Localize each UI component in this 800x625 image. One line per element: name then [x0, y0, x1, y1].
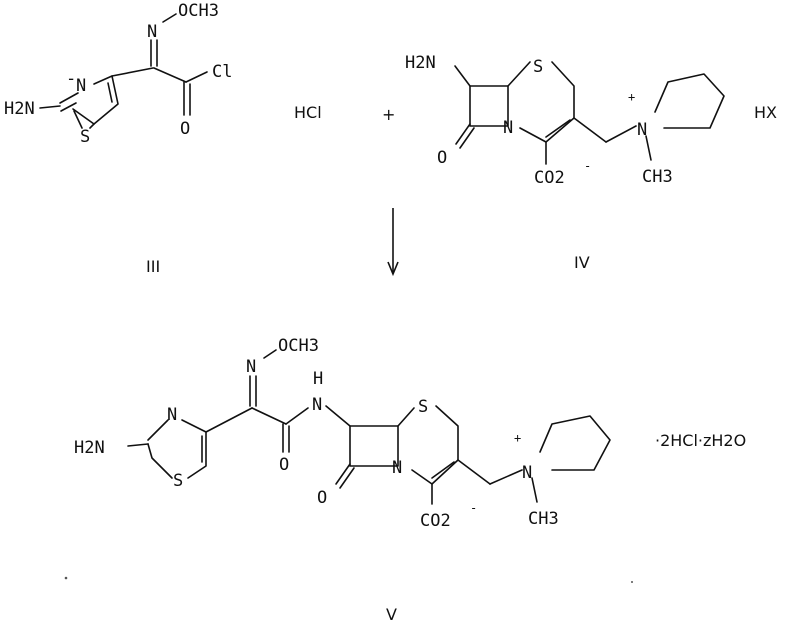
- iv-lactam-co-1: [455, 123, 471, 145]
- iv-beta-lactam-ring: [469, 85, 509, 127]
- v-lactam-n-label: N: [392, 458, 402, 478]
- iii-acyl-cl-bond: [185, 71, 208, 83]
- iv-c-c-double: [545, 119, 571, 138]
- v-carboxylate-label: CO2: [420, 511, 451, 531]
- iii-ring-n-label: N: [76, 76, 86, 96]
- v-lactam-co-1: [335, 463, 351, 485]
- v-ring-s-label: S: [173, 471, 183, 491]
- iii-ring-to-oxime-carbon: [111, 67, 154, 77]
- v-c-c-double: [431, 461, 455, 479]
- v-pyrrolidine-ring: [539, 415, 611, 471]
- v-thiazole-ring: [147, 419, 207, 479]
- v-n-methyl-bond: [531, 477, 538, 503]
- v-methoxy-label: OCH3: [278, 336, 319, 356]
- scan-speck: [631, 581, 633, 583]
- v-quat-charge: +: [514, 431, 521, 445]
- compound-iii-structure: H2N N - S N OCH3 O Cl: [4, 1, 232, 147]
- reaction-arrow-head: [387, 261, 399, 277]
- v-amine-bond: [127, 443, 149, 447]
- plus-sign: +: [382, 105, 395, 124]
- iv-pyrrolidine-ring: [654, 73, 725, 129]
- iii-carbon-to-acyl: [153, 67, 187, 83]
- label-v: V: [386, 605, 397, 624]
- compound-iv-structure: H2N S N O CO2 - N + CH3 HX: [405, 53, 777, 188]
- iii-methoxy-label: OCH3: [178, 1, 219, 21]
- label-iv: IV: [574, 253, 590, 272]
- label-iii: III: [146, 257, 160, 276]
- iv-ch2-bond-1: [573, 117, 607, 143]
- v-lactam-co-2: [339, 467, 355, 489]
- v-ch2-bond-1: [457, 459, 491, 485]
- v-carbonyl-o-label: O: [317, 488, 327, 508]
- iv-amine-label: H2N: [405, 53, 436, 73]
- iii-n-o-bond: [162, 13, 177, 23]
- v-amine-label: H2N: [74, 438, 105, 458]
- iii-oxime-n-label: N: [147, 22, 157, 42]
- v-thiazine-s-label: S: [418, 397, 428, 417]
- iv-quat-charge: +: [628, 90, 635, 104]
- v-quat-n-label: N: [522, 463, 532, 483]
- iv-carbonyl-o-label: O: [437, 148, 447, 168]
- v-nh-to-lactam: [325, 405, 351, 427]
- iv-lactam-co-2: [459, 127, 475, 149]
- v-n-o-bond: [263, 349, 277, 359]
- v-salt-label: ·2HCl·zH2O: [655, 431, 746, 450]
- v-oxime-n-label: N: [246, 357, 256, 377]
- compound-v-structure: H2N N S N OCH3 H N O S N O CO2 - N + CH3…: [74, 336, 746, 531]
- v-amide-h-label: H: [313, 369, 323, 389]
- v-n-methyl-label: CH3: [528, 509, 559, 529]
- reaction-arrow: [387, 208, 399, 277]
- v-amide-o-label: O: [279, 455, 289, 475]
- v-carbon-to-amide: [251, 407, 287, 425]
- v-ring-to-oxime-carbon: [205, 407, 253, 433]
- iv-salt-label: HX: [754, 103, 777, 122]
- scan-speck: [64, 576, 68, 580]
- iii-thiazole-ring-bonds: [59, 75, 119, 125]
- iv-carboxylate-label: CO2: [534, 168, 565, 188]
- reagent-hcl: HCl: [294, 103, 322, 122]
- v-ring-n-label: N: [167, 405, 177, 425]
- iii-charge-mark: -: [66, 69, 76, 89]
- iii-amine-label: H2N: [4, 99, 35, 119]
- iv-ring-n-label: N: [503, 118, 513, 138]
- v-beta-lactam-ring: [349, 425, 399, 467]
- iv-n-methyl-bond: [645, 135, 652, 161]
- iii-s-bonds: [73, 110, 95, 129]
- iv-amine-bond: [454, 65, 471, 87]
- iv-quat-n-label: N: [637, 120, 647, 140]
- v-amide-cn-bond: [285, 407, 309, 425]
- iii-acyl-cl-label: Cl: [212, 62, 232, 82]
- v-carboxylate-charge: -: [470, 501, 477, 515]
- v-amide-n-label: N: [312, 395, 322, 415]
- v-ch2-bond-2: [489, 469, 523, 485]
- v-thiazine-ring: [397, 405, 459, 485]
- iv-ring-s-label: S: [533, 57, 543, 77]
- iv-ch2-bond-2: [605, 125, 637, 143]
- iii-ring-s-label: S: [80, 127, 90, 147]
- iv-carboxylate-charge: -: [584, 159, 591, 173]
- iv-n-methyl-label: CH3: [642, 167, 673, 187]
- iii-amine-bond: [39, 105, 61, 109]
- iii-acyl-o-label: O: [180, 119, 190, 139]
